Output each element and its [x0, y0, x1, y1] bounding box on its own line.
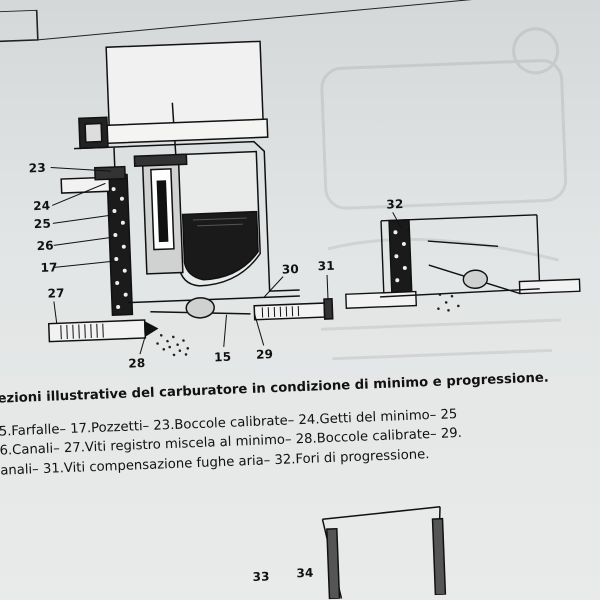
lower-top-line — [322, 506, 441, 521]
header-rule — [37, 0, 589, 41]
callout-32: 32 — [386, 196, 404, 212]
idle-channel — [106, 173, 134, 316]
callout-25: 25 — [33, 216, 52, 232]
throttle-plate — [185, 297, 215, 319]
progression-dots — [393, 230, 407, 283]
fuel-hatch — [192, 217, 247, 221]
air-screw-head — [323, 297, 334, 320]
inset-spray — [437, 293, 460, 312]
inset-throttle-plate — [462, 269, 489, 289]
callout-27: 27 — [47, 286, 65, 301]
air-compensation-screw — [253, 302, 326, 321]
fuel-hatch — [197, 223, 244, 227]
lower-bore-walls — [321, 506, 441, 599]
fuel-spray — [156, 334, 190, 357]
callout-17: 17 — [40, 260, 58, 275]
top-bolt-inner — [84, 122, 103, 143]
callout-33: 33 — [252, 569, 270, 585]
callout-34: 34 — [296, 565, 314, 581]
bleed-through-print — [320, 27, 568, 361]
inset-bore-line — [379, 288, 540, 298]
channel-dots — [111, 187, 128, 309]
inset-reference-line — [427, 240, 499, 248]
carburetor-section-inset — [345, 214, 581, 312]
lower-left-wall — [326, 527, 341, 600]
inset-air-screw — [518, 278, 581, 295]
jet-cap — [133, 153, 188, 168]
callout-24: 24 — [32, 198, 51, 214]
callout-15: 15 — [213, 349, 232, 365]
inset-mixture-screw — [345, 290, 418, 309]
mixture-screw-thread — [60, 323, 104, 340]
mixture-screw-tip — [143, 320, 159, 338]
callout-31: 31 — [317, 258, 336, 274]
calibrated-bush — [93, 165, 126, 181]
progression-channel — [388, 219, 413, 302]
page-corner-box — [0, 9, 39, 43]
fuel-level — [181, 210, 259, 281]
callout-29: 29 — [255, 347, 274, 362]
callout-26: 26 — [36, 238, 55, 254]
air-screw-thread — [261, 306, 300, 318]
callout-28: 28 — [128, 355, 146, 371]
jet-needle — [156, 180, 169, 243]
callout-30: 30 — [281, 262, 300, 277]
callout-23: 23 — [28, 160, 47, 176]
lower-section-drawing — [321, 506, 447, 600]
idle-jet-screw — [60, 176, 111, 194]
bore-line — [127, 295, 300, 304]
callout-leaders — [50, 166, 402, 355]
lower-right-wall — [431, 517, 447, 596]
carburetor-section-main — [47, 40, 334, 357]
